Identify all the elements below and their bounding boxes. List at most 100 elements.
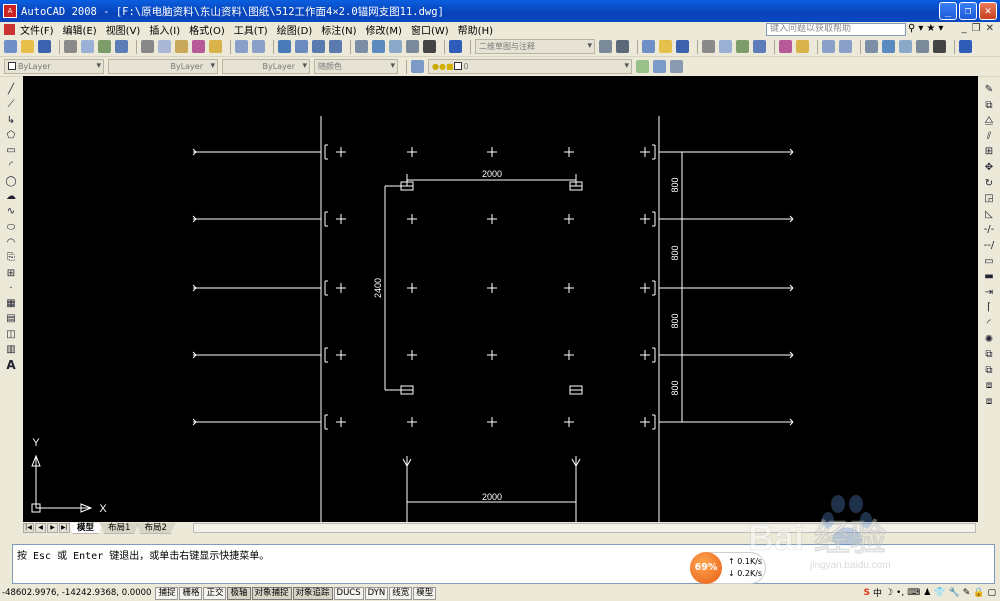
scale-icon[interactable]: ◲ (984, 193, 994, 205)
lock-icon[interactable]: 🔒 (973, 587, 985, 598)
first-tab-button[interactable]: |◀ (23, 523, 34, 533)
minimize-button[interactable]: _ (939, 2, 957, 20)
paste-icon[interactable] (175, 40, 188, 53)
menu-edit[interactable]: 编辑(E) (62, 26, 97, 37)
pan-icon[interactable] (278, 40, 291, 53)
help-icon[interactable] (959, 40, 972, 53)
model-paper-toggle[interactable]: 模型 (413, 586, 437, 600)
menu-dimension[interactable]: 标注(N) (321, 26, 357, 37)
block-editor-icon[interactable] (796, 40, 809, 53)
insert-block-icon[interactable]: ⎘ (7, 252, 15, 264)
menu-view[interactable]: 视图(V) (105, 26, 141, 37)
tab-model[interactable]: 模型 (69, 522, 103, 534)
menu-window[interactable]: 窗口(W) (410, 26, 449, 37)
calculator-icon[interactable] (933, 40, 946, 53)
3d-dwf-icon[interactable] (115, 40, 128, 53)
menu-format[interactable]: 格式(O) (189, 26, 225, 37)
match-properties-icon[interactable] (779, 40, 792, 53)
join-icon[interactable]: ⇥ (984, 286, 994, 298)
make-block-icon[interactable]: ⊞ (6, 267, 16, 279)
trim-icon[interactable]: -/- (983, 224, 995, 236)
save-icon[interactable] (38, 40, 51, 53)
line-icon[interactable]: ╱ (7, 84, 15, 95)
menu-file[interactable]: 文件(F) (20, 26, 54, 37)
new-icon[interactable] (4, 40, 17, 53)
grid-toggle[interactable]: 栅格 (179, 586, 203, 600)
tab-layout2[interactable]: 布局2 (136, 522, 175, 534)
mirror-icon[interactable]: ⧋ (984, 115, 994, 127)
copy-object-icon[interactable]: ⧉ (985, 99, 993, 111)
table-icon[interactable]: ▥ (6, 344, 16, 356)
point-icon[interactable]: · (9, 282, 13, 294)
calculator-icon[interactable] (423, 40, 436, 53)
undo-icon[interactable] (822, 40, 835, 53)
explode-icon[interactable]: ✺ (984, 333, 994, 345)
menu-insert[interactable]: 插入(I) (149, 26, 181, 37)
rectangle-icon[interactable]: ▭ (6, 145, 16, 157)
zoom-window-icon[interactable] (312, 40, 325, 53)
restore-button[interactable]: ❐ (959, 2, 977, 20)
fillet-icon[interactable]: ◜ (987, 317, 991, 329)
doc-minimize-button[interactable]: _ (961, 23, 967, 34)
sheet-set-icon[interactable] (406, 40, 419, 53)
extend-icon[interactable]: --/ (983, 239, 995, 251)
ellipse-icon[interactable]: ⬭ (6, 221, 16, 233)
ortho-toggle[interactable]: 正交 (203, 586, 227, 600)
last-tab-button[interactable]: ▶| (59, 523, 70, 533)
doc-restore-button[interactable]: ❐ (971, 23, 981, 34)
redo-icon[interactable] (252, 40, 265, 53)
prev-tab-button[interactable]: ◀ (35, 523, 46, 533)
design-center-icon[interactable] (882, 40, 895, 53)
cut-icon[interactable] (141, 40, 154, 53)
menu-help[interactable]: 帮助(H) (457, 26, 493, 37)
design-center-icon[interactable] (372, 40, 385, 53)
3d-dwf-icon[interactable] (753, 40, 766, 53)
preview-icon[interactable] (81, 40, 94, 53)
tool-palettes-icon[interactable] (389, 40, 402, 53)
layer-select[interactable]: ●●■0 (428, 59, 632, 74)
dropdown-icon[interactable]: ▾ (938, 23, 944, 34)
construction-line-icon[interactable]: ⟋ (7, 99, 15, 111)
bring-above-icon[interactable]: ⧈ (985, 380, 993, 392)
network-speed-widget[interactable]: 69% ↑ 0.1K/s ↓ 0.2K/s (690, 552, 766, 584)
color-select[interactable]: ByLayer (4, 59, 104, 74)
make-current-layer-icon[interactable] (636, 60, 649, 73)
publish-icon[interactable] (736, 40, 749, 53)
zoom-realtime-icon[interactable] (295, 40, 308, 53)
menu-draw[interactable]: 绘图(D) (276, 26, 313, 37)
break-icon[interactable]: ▬ (984, 271, 994, 283)
break-at-point-icon[interactable]: ▭ (984, 255, 994, 267)
doc-close-button[interactable]: ✕ (985, 23, 994, 34)
menu-tools[interactable]: 工具(T) (233, 26, 268, 37)
dyn-toggle[interactable]: DYN (364, 586, 389, 600)
preview-icon[interactable] (719, 40, 732, 53)
sogou-ime-icon[interactable]: S (863, 587, 870, 598)
clean-screen-icon[interactable]: ▢ (987, 587, 996, 598)
sheet-set-icon[interactable] (916, 40, 929, 53)
hatch-icon[interactable]: ▦ (6, 298, 16, 310)
circle-icon[interactable]: ◯ (5, 175, 17, 187)
snap-toggle[interactable]: 捕捉 (155, 586, 179, 600)
search-icon[interactable]: ⚲ (908, 23, 916, 34)
print-icon[interactable] (64, 40, 77, 53)
next-tab-button[interactable]: ▶ (47, 523, 58, 533)
erase-icon[interactable]: ✎ (984, 84, 994, 95)
command-line[interactable]: 按 Esc 或 Enter 键退出，或单击右键显示快捷菜单。 (12, 544, 995, 584)
match-properties-icon[interactable] (192, 40, 205, 53)
linetype-select[interactable]: ByLayer (108, 59, 218, 74)
polyline-icon[interactable]: ↳ (6, 114, 16, 126)
ime-mode-icon[interactable]: 中 (872, 589, 882, 599)
stretch-icon[interactable]: ◺ (985, 208, 993, 220)
publish-icon[interactable] (98, 40, 111, 53)
workspace-select[interactable]: 二维草图与注释 (475, 39, 595, 54)
properties-icon[interactable] (865, 40, 878, 53)
region-icon[interactable]: ◫ (6, 328, 16, 340)
properties-icon[interactable] (355, 40, 368, 53)
dropdown-icon[interactable]: ▾ (918, 23, 924, 34)
undo-icon[interactable] (235, 40, 248, 53)
otrack-toggle[interactable]: 对象追踪 (292, 586, 333, 600)
lineweight-toggle[interactable]: 线宽 (389, 586, 413, 600)
zoom-previous-icon[interactable] (329, 40, 342, 53)
layer-previous-icon[interactable] (653, 60, 666, 73)
